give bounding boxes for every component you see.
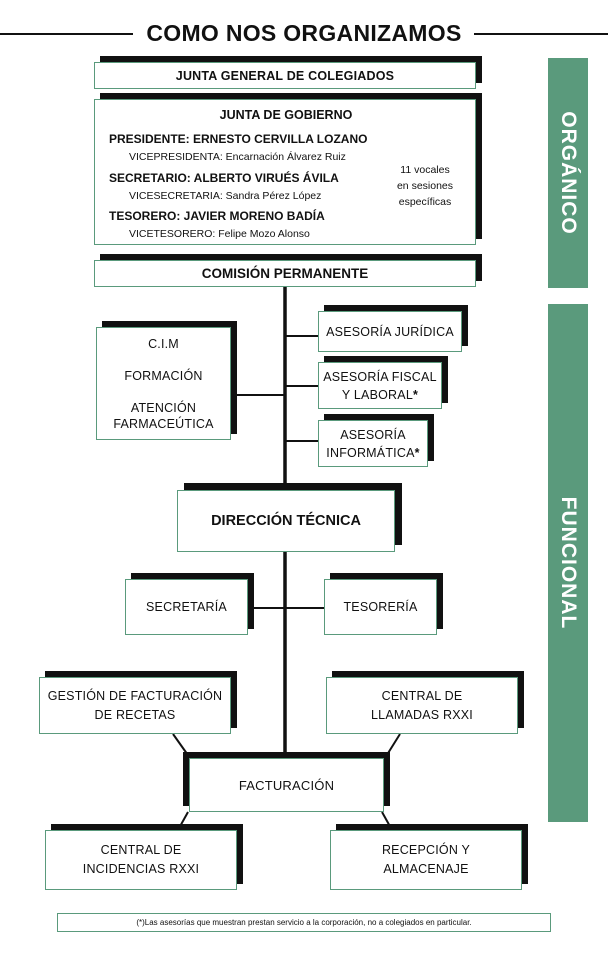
asterisk-mark: *: [414, 445, 420, 460]
recepcion-line: RECEPCIÓN Y: [381, 843, 471, 857]
asterisk-mark: *: [412, 387, 419, 402]
vicesecretario-text: VICESECRETARIA: Sandra Pérez López: [129, 190, 322, 202]
recepcion-line: ALMACENAJE: [383, 862, 469, 876]
page-title: COMO NOS ORGANIZAMOS: [146, 20, 462, 46]
facturacion-box: FACTURACIÓN: [189, 758, 384, 812]
asesoria-fiscal-line: ASESORÍA FISCAL: [323, 369, 437, 384]
vicetesorero-text: VICETESORERO: Felipe Mozo Alonso: [129, 228, 310, 240]
comision-permanente-box: COMISIÓN PERMANENTE: [94, 260, 476, 287]
cim-label: C.I.M: [148, 336, 179, 351]
sidebar-funcional: FUNCIONAL: [548, 304, 588, 822]
presidente-text: PRESIDENTE: ERNESTO CERVILLA LOZANO: [109, 132, 368, 146]
asesoria-fiscal-box: ASESORÍA FISCAL Y LABORAL*: [318, 362, 442, 409]
asesoria-informatica-line: ASESORÍA: [340, 427, 406, 442]
tesoreria-box: TESORERÍA: [324, 579, 437, 635]
page-title-row: COMO NOS ORGANIZAMOS: [0, 14, 608, 54]
gestion-facturacion-box: GESTIÓN DE FACTURACIÓN DE RECETAS: [39, 677, 231, 734]
vocales-note: 11 vocales en sesiones específicas: [387, 162, 463, 210]
title-rule-right: [474, 33, 608, 35]
direccion-tecnica-label: DIRECCIÓN TÉCNICA: [211, 513, 361, 529]
junta-general-label: JUNTA GENERAL DE COLEGIADOS: [175, 68, 395, 83]
atencion-label: ATENCIÓN: [130, 400, 197, 415]
title-rule-left: [0, 33, 133, 35]
vocales-line: 11 vocales: [400, 164, 450, 176]
farmaceutica-label: FARMACEÚTICA: [113, 416, 214, 431]
central-llamadas-line: CENTRAL DE: [381, 688, 463, 703]
gestion-line: GESTIÓN DE FACTURACIÓN: [47, 688, 223, 703]
central-incidencias-box: CENTRAL DE INCIDENCIAS RXXI: [45, 830, 237, 890]
asesoria-fiscal-line: Y LABORAL: [341, 387, 413, 402]
comision-permanente-label: COMISIÓN PERMANENTE: [201, 266, 369, 281]
recepcion-box: RECEPCIÓN Y ALMACENAJE: [330, 830, 522, 890]
facturacion-label: FACTURACIÓN: [238, 777, 335, 793]
asesoria-juridica-box: ASESORÍA JURÍDICA: [318, 311, 462, 352]
asesoria-juridica-label: ASESORÍA JURÍDICA: [326, 324, 454, 339]
formacion-label: FORMACIÓN: [124, 368, 203, 383]
secretario-text: SECRETARIO: ALBERTO VIRUÉS ÁVILA: [109, 171, 339, 185]
asesoria-informatica-line: INFORMÁTICA: [326, 445, 415, 460]
footnote-box: (*)Las asesorías que muestran prestan se…: [57, 913, 551, 932]
central-incidencias-line: INCIDENCIAS RXXI: [82, 862, 200, 876]
footnote-text: (*)Las asesorías que muestran prestan se…: [136, 918, 472, 927]
central-llamadas-box: CENTRAL DE LLAMADAS RXXI: [326, 677, 518, 734]
junta-gobierno-box: JUNTA DE GOBIERNO PRESIDENTE: ERNESTO CE…: [94, 99, 476, 245]
secretaria-box: SECRETARÍA: [125, 579, 248, 635]
vocales-line: en sesiones: [396, 180, 454, 192]
tesorero-text: TESORERO: JAVIER MORENO BADÍA: [109, 209, 325, 223]
secretaria-label: SECRETARÍA: [146, 600, 227, 614]
asesoria-informatica-box: ASESORÍA INFORMÁTICA*: [318, 420, 428, 467]
gestion-line: DE RECETAS: [94, 707, 176, 722]
junta-gobierno-title: JUNTA DE GOBIERNO: [219, 108, 353, 122]
direccion-tecnica-box: DIRECCIÓN TÉCNICA: [177, 490, 395, 552]
vocales-line: específicas: [398, 196, 452, 208]
junta-general-box: JUNTA GENERAL DE COLEGIADOS: [94, 62, 476, 89]
sidebar-organico: ORGÁNICO: [548, 58, 588, 288]
central-llamadas-line: LLAMADAS RXXI: [371, 707, 473, 722]
central-incidencias-line: CENTRAL DE: [100, 843, 182, 857]
cim-formacion-box: C.I.M FORMACIÓN ATENCIÓN FARMACEÚTICA: [96, 327, 231, 440]
tesoreria-label: TESORERÍA: [343, 600, 418, 614]
vicepresidente-text: VICEPRESIDENTA: Encarnación Álvarez Ruiz: [129, 151, 346, 163]
